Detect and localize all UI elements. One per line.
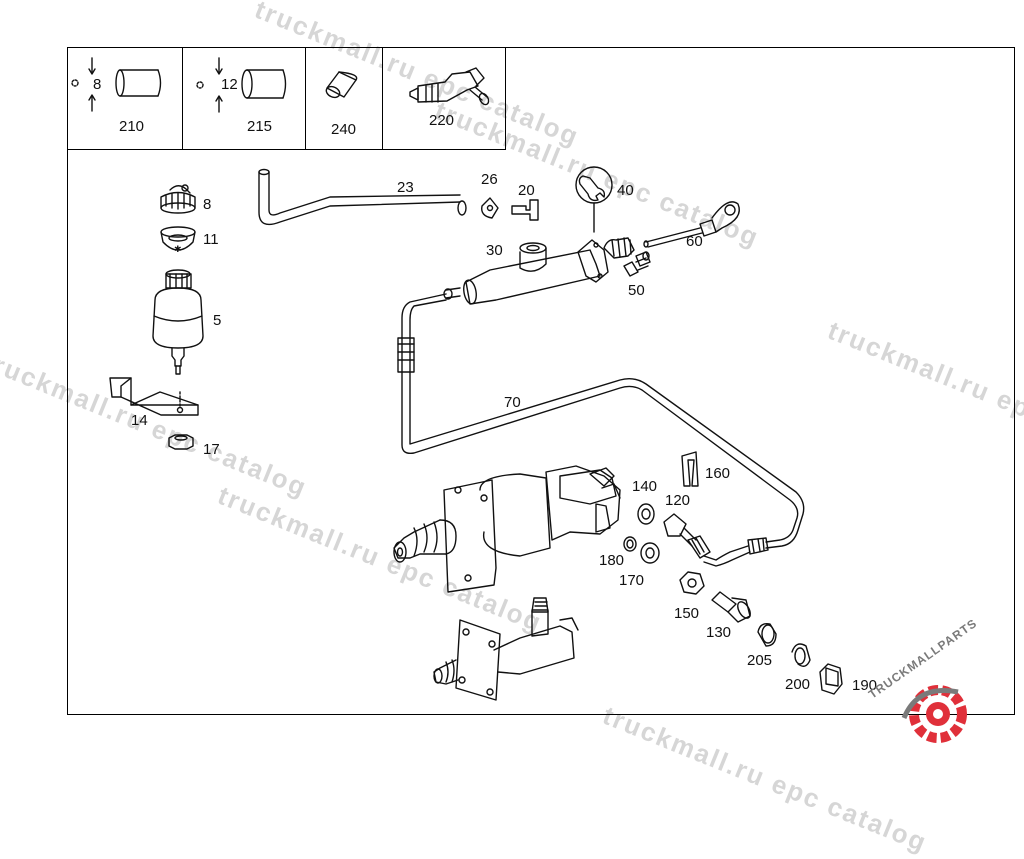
nut-150-icon (679, 571, 705, 595)
wrench-40-icon (575, 166, 613, 233)
bolts-50-icon (623, 251, 651, 277)
sleeve-240-icon (325, 71, 358, 99)
legend-separator-3 (382, 47, 383, 150)
legend-210-label: 210 (119, 118, 145, 135)
part-label-20: 20 (518, 182, 535, 199)
legend-bottom-line (67, 149, 506, 150)
part-label-23: 23 (397, 179, 414, 196)
legend-220-label: 220 (429, 112, 455, 129)
clip-160-icon (681, 451, 699, 487)
legend-separator-1 (182, 47, 183, 150)
cap-nut-190-icon (819, 663, 843, 695)
washer-170-icon (640, 542, 660, 564)
union-120-icon (663, 513, 711, 559)
clutch-servo-icon (393, 465, 621, 593)
part-label-60: 60 (686, 233, 703, 250)
part-label-50: 50 (628, 282, 645, 299)
bracket-14-icon (109, 377, 199, 416)
master-cylinder-30-icon (443, 237, 635, 305)
part-label-17: 17 (203, 441, 220, 458)
part-label-130: 130 (706, 624, 732, 641)
nut-17-icon (168, 434, 194, 450)
filter-11-icon: ✱ (160, 226, 196, 255)
part-label-180: 180 (599, 552, 625, 569)
sleeve-205-icon (757, 622, 777, 647)
pipe-70-icon (397, 293, 805, 567)
part-label-11: 11 (203, 231, 219, 248)
svg-text:✱: ✱ (174, 245, 182, 255)
push-rod-60-icon (643, 201, 740, 248)
clamp-26-icon (481, 197, 499, 219)
part-label-26: 26 (481, 171, 498, 188)
elbow-fitting-220-icon (409, 67, 490, 106)
legend-separator-2 (305, 47, 306, 150)
washer-140-icon (637, 503, 655, 525)
legend-215-dimension: 12 (221, 76, 238, 93)
legend-240-label: 240 (331, 121, 357, 138)
truckmallparts-logo (860, 660, 1020, 745)
part-label-200: 200 (785, 676, 811, 693)
part-label-30: 30 (486, 242, 503, 259)
hose-210-icon (71, 57, 162, 112)
part-label-190: 190 (852, 677, 878, 694)
cap-8-icon (160, 184, 196, 214)
reservoir-5-icon (152, 269, 204, 375)
part-label-170: 170 (619, 572, 645, 589)
part-label-120: 120 (665, 492, 691, 509)
part-label-160: 160 (705, 465, 731, 482)
hose-215-icon (196, 57, 287, 113)
diagram-frame (67, 47, 1015, 715)
legend-separator-4 (505, 47, 506, 150)
fitting-130-icon (711, 591, 751, 623)
ring-200-icon (791, 643, 811, 667)
hose-23-icon (258, 168, 467, 226)
part-label-40: 40 (617, 182, 634, 199)
legend-215-label: 215 (247, 118, 273, 135)
oring-180-icon (623, 536, 637, 552)
part-label-14: 14 (131, 412, 148, 429)
part-label-8: 8 (203, 196, 212, 213)
part-label-150: 150 (674, 605, 700, 622)
part-label-5: 5 (213, 312, 222, 329)
part-label-70: 70 (504, 394, 521, 411)
part-label-140: 140 (632, 478, 658, 495)
legend-210-dimension: 8 (93, 76, 102, 93)
parts-drawing: ✱ (71, 57, 843, 701)
part-label-205: 205 (747, 652, 773, 669)
fitting-20-icon (511, 199, 539, 221)
logo-gear-icon (901, 685, 967, 743)
slave-cylinder-icon (433, 597, 579, 701)
